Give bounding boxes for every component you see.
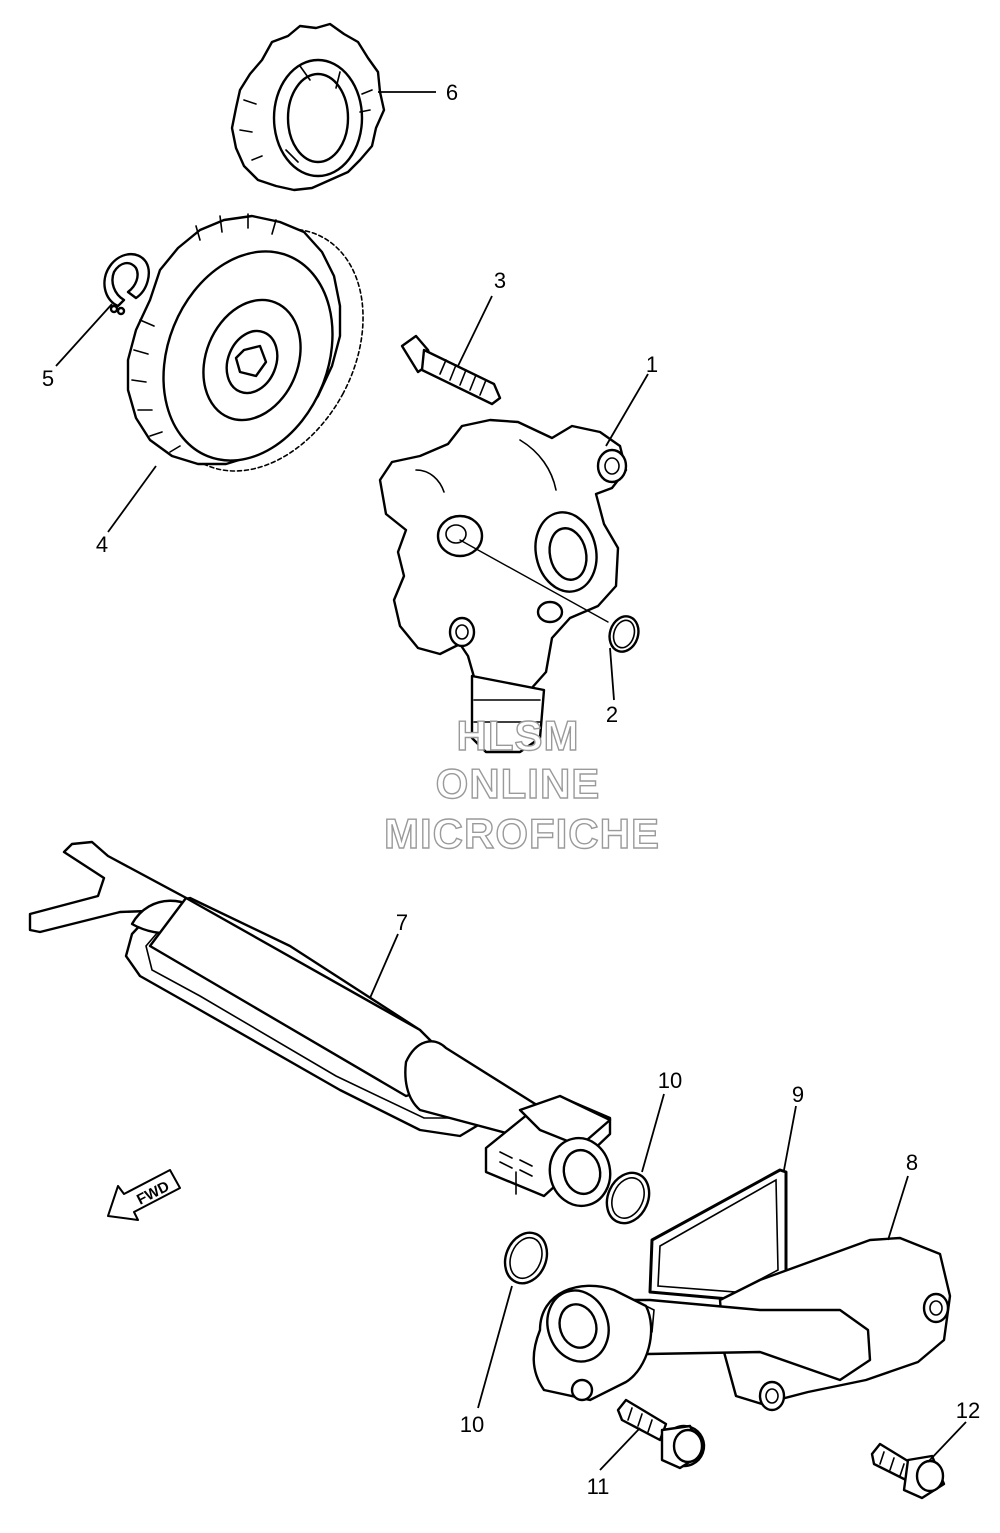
callout-11: 11 xyxy=(587,1474,610,1499)
part-6-small-gear xyxy=(230,22,386,192)
part-10-o-ring-lower xyxy=(503,1231,549,1285)
part-7-oil-strainer xyxy=(28,840,612,1208)
watermark-line-3: MICROFICHE xyxy=(384,810,660,857)
callout-4: 4 xyxy=(96,532,108,557)
callout-8: 8 xyxy=(906,1150,918,1175)
leader-lines xyxy=(55,91,967,1471)
callout-6: 6 xyxy=(446,80,458,105)
part-11-bolt xyxy=(616,1398,706,1470)
part-4-large-gear xyxy=(126,213,364,472)
callout-numbers: 6 3 1 5 4 2 7 10 9 8 10 12 11 xyxy=(42,80,980,1499)
callout-10-lower: 10 xyxy=(460,1412,484,1437)
part-2-o-ring xyxy=(608,615,640,653)
callout-9: 9 xyxy=(792,1082,804,1107)
callout-7: 7 xyxy=(396,910,408,935)
watermark-line-1: HLSM xyxy=(457,712,580,759)
callout-3: 3 xyxy=(494,268,506,293)
fwd-arrow: FWD xyxy=(107,1169,181,1221)
part-12-bolt xyxy=(870,1442,946,1500)
callout-12: 12 xyxy=(956,1398,980,1423)
callout-2: 2 xyxy=(606,702,618,727)
part-8-oil-pipe xyxy=(532,1236,952,1412)
callout-5: 5 xyxy=(42,366,54,391)
part-10-o-ring-upper xyxy=(605,1171,651,1225)
watermark-line-2: ONLINE xyxy=(436,760,601,807)
part-1-oil-pump xyxy=(378,418,628,754)
watermark: HLSM ONLINE MICROFICHE xyxy=(383,711,660,857)
callout-10-upper: 10 xyxy=(658,1068,682,1093)
part-3-bolt xyxy=(400,334,502,406)
callout-1: 1 xyxy=(646,352,658,377)
part-5-circlip xyxy=(103,253,150,316)
